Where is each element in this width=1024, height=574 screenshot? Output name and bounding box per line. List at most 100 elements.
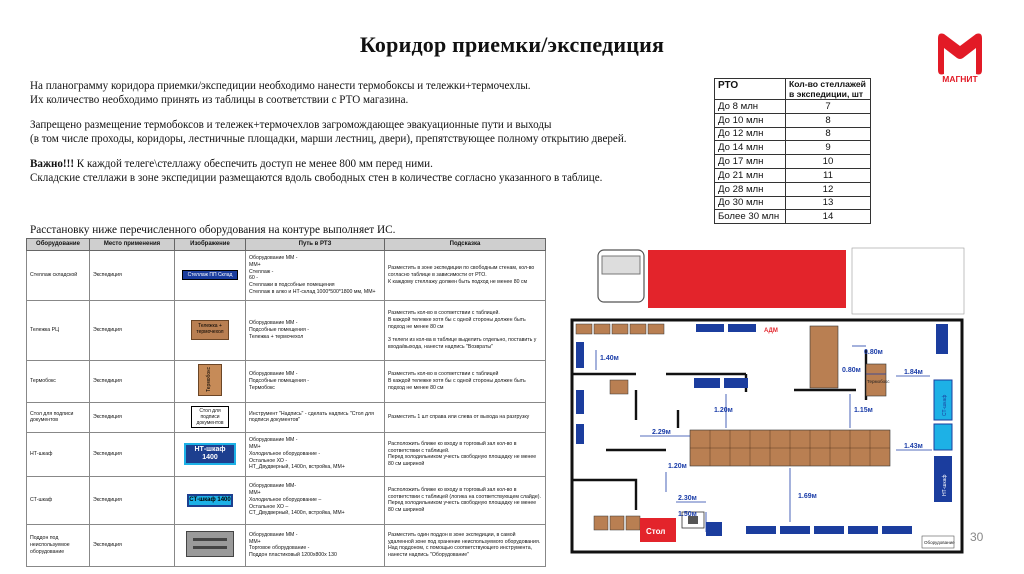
table-row: Термобокс Экспедиция Термобокс Оборудова… — [26, 359, 546, 403]
thermobox-label: Термобокс — [867, 379, 890, 384]
equip-place: Экспедиция — [89, 299, 175, 361]
rto-count: 9 — [785, 140, 871, 156]
plan-outer-wall — [570, 318, 964, 554]
equip-hint: Разместить один поддон в зоне экспедиции… — [384, 523, 546, 567]
adm-label: АДМ — [764, 328, 778, 334]
dimension-lines — [595, 345, 932, 532]
nt-cabinet-image: НТ-шкаф 1400 — [184, 443, 236, 466]
rto-count: 11 — [785, 167, 871, 183]
equipment-label: Оборудование — [924, 540, 955, 545]
page-title: Коридор приемки/экспедиция — [359, 32, 665, 57]
equip-path: Оборудование ММ - ММ+ Стеллаж - 60 - Сте… — [245, 249, 385, 301]
table-row: Стеллаж складской Экспедиция Стеллаж ПП … — [26, 249, 546, 301]
rto-count: 13 — [785, 195, 871, 211]
rto-count: 7 — [785, 99, 871, 114]
equip-place: Экспедиция — [89, 431, 175, 477]
important-text: К каждой телеге\стеллажу обеспечить дост… — [74, 158, 433, 171]
equip-header: Изображение — [174, 238, 246, 251]
important-line: Важно!!! К каждой телеге\стеллажу обеспе… — [30, 158, 690, 172]
dimension-label: 2.29м — [652, 429, 671, 436]
equip-path: Оборудование ММ - ММ+ Холодильное оборуд… — [245, 431, 385, 477]
floor-plan: АДМ Термобокс СТ-шкаф НТ-шкаф Стол Обору… — [566, 240, 970, 566]
stellazh-image: Стеллаж ПП Склад — [182, 270, 238, 281]
truck-icon — [597, 249, 846, 308]
equip-hint: Расположить ближе ко входу в торговый за… — [384, 475, 546, 525]
table-row: Тележка РЦ Экспедиция Тележка + термочех… — [26, 299, 546, 361]
equip-place: Экспедиция — [89, 475, 175, 525]
equip-name: Стол для подписи документов — [26, 401, 90, 433]
equip-hint: Разместить кол-во в соответствии с табли… — [384, 299, 546, 361]
rto-header: Кол-во стеллажей в экспедиции, шт — [785, 78, 871, 100]
dimension-label: 1.20м — [668, 463, 687, 470]
rto-table: РТО Кол-во стеллажей в экспедиции, шт До… — [714, 78, 871, 225]
rto-count: 8 — [785, 126, 871, 142]
dimension-label: 0.80м — [864, 349, 883, 356]
equip-name: Тележка РЦ — [26, 299, 90, 361]
sign-table-image: Стол для подписи документов — [191, 406, 229, 429]
dimension-label: 1.15м — [854, 407, 873, 414]
rto-range: До 30 млн — [714, 195, 786, 211]
important-label: Важно!!! — [30, 158, 75, 171]
rto-range: Более 30 млн — [714, 209, 786, 225]
equip-hint: Расположить ближе ко входу в торговый за… — [384, 431, 546, 477]
nt-shkaf-label: НТ-шкаф — [942, 474, 948, 496]
equip-header: Путь в РТЗ — [245, 238, 385, 251]
equip-place: Экспедиция — [89, 401, 175, 433]
thermobox-block — [865, 363, 887, 397]
rto-range: До 21 млн — [714, 167, 786, 183]
table-row: НТ-шкаф Экспедиция НТ-шкаф 1400 Оборудов… — [26, 431, 546, 477]
table-row: Поддон под неиспользуемое оборудование Э… — [26, 523, 546, 567]
rto-range: До 28 млн — [714, 181, 786, 197]
equip-path: Оборудование ММ - Подсобные помещения - … — [245, 299, 385, 361]
dimension-label: 1.40м — [600, 355, 619, 362]
ic-note: Расстановку ниже перечисленного оборудов… — [30, 224, 396, 236]
table-row: СТ-шкаф Экспедиция СТ-шкаф 1400 Оборудов… — [26, 475, 546, 525]
intro-line: На планограмму коридора приемки/экспедиц… — [30, 80, 531, 92]
intro-text: На планограмму коридора приемки/экспедиц… — [30, 80, 690, 186]
logo-text: МАГНИТ — [942, 74, 978, 84]
rto-count: 12 — [785, 181, 871, 197]
rto-range: До 8 млн — [714, 99, 786, 114]
equip-path: Инструмент "Надпись" - сделать надпись "… — [245, 401, 385, 433]
dimension-label: 1.84м — [904, 369, 923, 376]
rto-range: До 12 млн — [714, 126, 786, 142]
pallet-image — [186, 530, 234, 557]
dimension-label: 0.80м — [842, 367, 861, 374]
magnit-logo-icon — [938, 33, 982, 75]
equip-name: Термобокс — [26, 359, 90, 403]
rto-range: До 10 млн — [714, 112, 786, 128]
dimension-label: 1.43м — [904, 443, 923, 450]
equip-path: Оборудование ММ - ММ+ Торговое оборудова… — [245, 523, 385, 567]
equip-place: Экспедиция — [89, 523, 175, 567]
equip-path: Оборудование ММ - Подсобные помещения - … — [245, 359, 385, 403]
st-shkaf-block — [933, 379, 953, 421]
intro-line: (в том числе проходы, коридоры, лестничн… — [30, 132, 627, 145]
equipment-table: Оборудование Место применения Изображени… — [26, 238, 546, 567]
rto-count: 10 — [785, 154, 871, 169]
dimension-label: 1.50м — [678, 511, 697, 518]
shelf-row-top — [575, 323, 756, 335]
equip-name: СТ-шкаф — [26, 475, 90, 525]
dimension-label: 2.30м — [678, 495, 697, 502]
shelf-row-bottom — [706, 522, 912, 536]
dimension-label: 1.20м — [714, 407, 733, 414]
equip-path: Оборудование ММ- ММ+ Холодильное оборудо… — [245, 475, 385, 525]
trolley-image: Тележка + термочехол — [191, 320, 229, 341]
equip-place: Экспедиция — [89, 359, 175, 403]
rto-range: До 14 млн — [714, 140, 786, 156]
central-rack — [689, 429, 891, 467]
rto-count: 8 — [785, 112, 871, 128]
page-number: 30 — [970, 530, 984, 544]
equip-header: Подсказка — [384, 238, 546, 251]
equip-hint: Разместить в зоне экспедиции по свободны… — [384, 249, 546, 301]
equip-place: Экспедиция — [89, 249, 175, 301]
equip-hint: Разместить 1 шт справа или слева от выхо… — [384, 401, 546, 433]
pallet-stack — [809, 325, 839, 389]
equip-header: Оборудование — [26, 238, 90, 251]
